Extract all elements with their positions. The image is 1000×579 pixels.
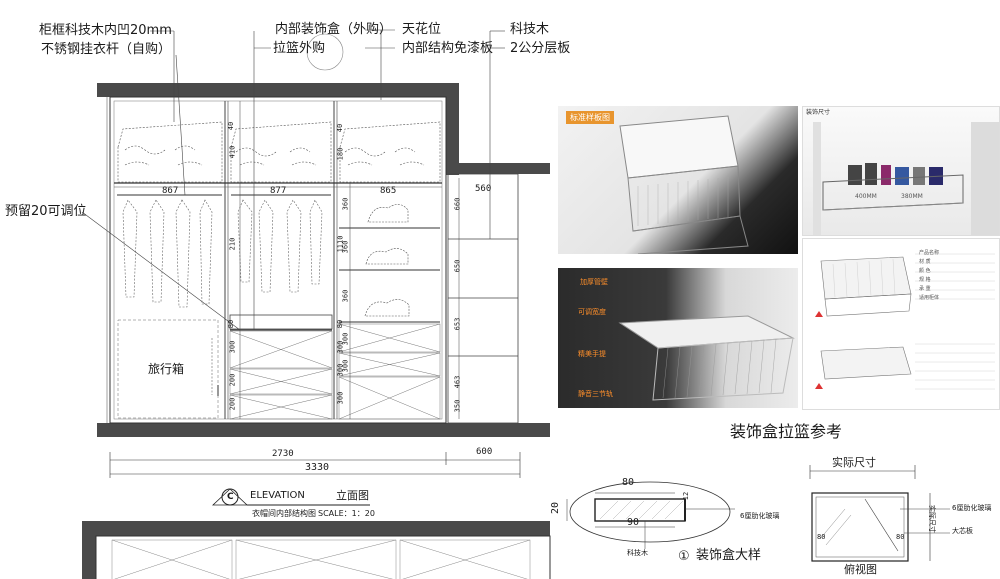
photo-drawer-baskets: 标准样板图	[558, 106, 798, 254]
label-basket: 拉篮外购	[273, 41, 326, 56]
side-dim-5: 350	[453, 399, 462, 413]
callout-4: 静音三节轨	[578, 390, 613, 398]
spec-row-3: 规 格	[919, 277, 931, 283]
callout-3: 精美手提	[578, 350, 606, 358]
ceiling-slab-right	[448, 163, 550, 174]
photo-spec-sheet: 产品名称 材 质 颜 色 规 格 承 重 适用柜体	[802, 238, 1000, 410]
right-dim-4: 80	[336, 319, 345, 329]
left-dim-4: 80	[227, 319, 236, 329]
label-ceiling: 天花位	[402, 22, 442, 37]
plan-glass: 6厘肋化玻璃	[952, 504, 992, 512]
side-dim-1: 660	[453, 197, 462, 211]
photo-tag: 标准样板图	[566, 111, 614, 124]
right-wall	[446, 83, 459, 175]
basket-illustration	[619, 115, 749, 254]
left-dim-6: 200	[228, 373, 237, 387]
spec-row-5: 适用柜体	[919, 295, 940, 301]
dim-600: 600	[476, 447, 493, 457]
spec-sheet-illustration	[815, 253, 995, 390]
mid-dim-2: 360	[341, 240, 350, 254]
dim-3330: 3330	[305, 462, 330, 473]
dim-2730: 2730	[272, 449, 294, 459]
left-dim-7: 200	[228, 397, 237, 411]
floor-slab	[97, 423, 550, 437]
mid-dim-5: 300	[341, 359, 350, 373]
detail-circle-num: ①	[678, 549, 690, 564]
spec-row-4: 承 重	[919, 286, 931, 292]
right-unit	[447, 173, 519, 424]
label-cabinet-recess: 柜框科技木内凹20mm	[39, 23, 172, 38]
detail-note-wood: 科技木	[627, 549, 648, 557]
label-tech-wood: 科技木	[510, 22, 550, 37]
width-dim-2: 877	[270, 186, 287, 196]
side-dim-4: 463	[453, 375, 462, 389]
right-dim-7: 300	[336, 391, 345, 405]
detail-note-glass: 6厘肋化玻璃	[740, 512, 780, 520]
spec-row-1: 材 质	[919, 259, 931, 265]
left-dim-1: 40	[227, 121, 236, 131]
elevation-drawing	[81, 29, 551, 579]
callout-1: 加厚管壁	[580, 278, 608, 286]
plan-drawing	[809, 465, 950, 562]
mid-dim-3: 360	[341, 289, 350, 303]
spec-header: 产品名称	[919, 250, 940, 256]
right-dim-2: 180	[336, 147, 345, 161]
mid-dim-4: 300	[341, 332, 350, 346]
elevation-subtitle: 衣帽间内部结构图	[252, 509, 316, 518]
spec-row-2: 颜 色	[919, 268, 931, 274]
side-dim-3: 653	[453, 317, 462, 331]
elevation-title-cn: 立面图	[336, 489, 369, 502]
width-400: 400MM	[855, 193, 877, 200]
detail-drawing	[566, 481, 735, 549]
label-rod: 不锈钢挂衣杆（自购）	[41, 42, 172, 57]
elevation-title-en: ELEVATION	[250, 490, 305, 501]
photo-wardrobe-basket: 装饰尺寸 400MM 380MM	[802, 106, 1000, 236]
plan-actual-size: 实际尺寸	[832, 456, 876, 469]
detail-dim-80: 80	[622, 477, 635, 488]
ceiling-slab	[97, 83, 459, 97]
width-dim-1: 867	[162, 186, 179, 196]
left-dim-5: 300	[228, 340, 237, 354]
basket-callout-illustration	[618, 315, 795, 401]
detail-dim-12: 12	[682, 491, 691, 501]
label-inner-panel: 内部结构免漆板	[402, 41, 494, 56]
width-dim-4: 560	[475, 184, 492, 194]
right-dim-1: 40	[336, 123, 345, 133]
luggage-outline	[117, 319, 219, 419]
width-380: 380MM	[901, 193, 923, 200]
left-dim-2: 410	[228, 145, 237, 159]
label-adjust: 预留20可调位	[5, 204, 87, 219]
photo-basket-callouts: 加厚管壁 可调宽度 精美手提 静音三节轨	[558, 268, 798, 408]
wardrobe-basket-illustration	[813, 122, 999, 235]
label-deco-box: 内部装饰盒（外购）	[275, 22, 393, 37]
detail-title: 装饰盒大样	[696, 548, 762, 563]
plan-bigwood: 大芯板	[952, 527, 973, 535]
left-dim-3: 210	[228, 237, 237, 251]
cabinet-frame	[109, 96, 447, 424]
detail-dim-90: 90	[627, 517, 640, 528]
plan-dim-80: 80	[817, 533, 826, 541]
side-dim-2: 650	[453, 259, 462, 273]
callout-2: 可调宽度	[578, 308, 606, 316]
plan-dim-80b: 80	[896, 533, 905, 541]
detail-dim-20: 20	[550, 501, 562, 515]
elevation-scale: SCALE：1：20	[318, 509, 375, 518]
plan-title: 俯视图	[844, 563, 877, 576]
luggage-label: 旅行箱	[148, 362, 185, 376]
label-shelf: 2公分层板	[510, 41, 571, 56]
section-marker: C	[227, 492, 234, 502]
size-tag: 装饰尺寸	[806, 109, 831, 116]
width-dim-3: 865	[380, 186, 397, 196]
plan-vert-label: 实际尺寸	[928, 505, 936, 533]
mid-dim-1: 360	[341, 197, 350, 211]
reference-caption: 装饰盒拉篮参考	[730, 422, 843, 441]
